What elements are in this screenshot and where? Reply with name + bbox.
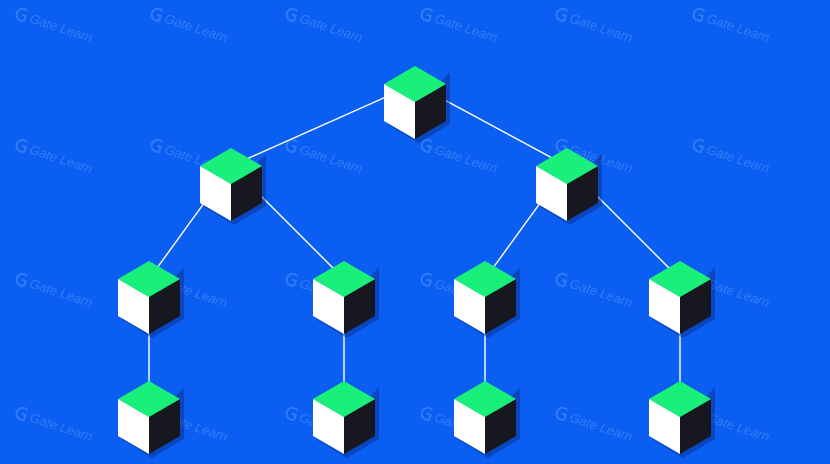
gate-logo-icon [15, 138, 29, 153]
cube-top-face [454, 381, 516, 417]
gate-logo-icon [15, 272, 29, 287]
cube-right-face [231, 166, 262, 221]
cube-top-face [200, 148, 262, 184]
cube-top-face [118, 381, 180, 417]
cube-left-face [118, 399, 149, 454]
cube-right-face [485, 279, 516, 334]
cube-right-face [567, 166, 598, 221]
cube-left-face [313, 279, 344, 334]
gate-logo-icon [285, 138, 299, 153]
block-node-root-icon [384, 66, 450, 143]
gate-logo-icon [420, 272, 434, 287]
cube-right-face [149, 399, 180, 454]
block-node-lr1-icon [313, 381, 379, 458]
cube-top-face [536, 148, 598, 184]
cube-top-face [649, 381, 711, 417]
block-node-rr1-icon [649, 381, 715, 458]
cube-top-face [454, 261, 516, 297]
cube-left-face [200, 166, 231, 221]
gate-logo-icon [555, 406, 569, 421]
gate-logo-icon [420, 406, 434, 421]
cube-right-face [344, 279, 375, 334]
block-node-lr-icon [313, 261, 379, 338]
cube-top-face [313, 381, 375, 417]
gate-logo-icon [692, 138, 706, 153]
cube-right-face [415, 84, 446, 139]
gate-logo-icon [555, 272, 569, 287]
cube-left-face [384, 84, 415, 139]
gate-logo-icon [555, 7, 569, 22]
block-node-rl-icon [454, 261, 520, 338]
cube-right-face [485, 399, 516, 454]
cube-left-face [313, 399, 344, 454]
cube-right-face [680, 279, 711, 334]
gate-logo-icon [285, 272, 299, 287]
gate-logo-icon [692, 7, 706, 22]
cube-right-face [344, 399, 375, 454]
block-node-ll1-icon [118, 381, 184, 458]
cube-left-face [649, 279, 680, 334]
gate-logo-icon [15, 7, 29, 22]
cube-top-face [384, 66, 446, 102]
block-node-rr-icon [649, 261, 715, 338]
cube-right-face [149, 279, 180, 334]
gate-logo-icon [150, 7, 164, 22]
cube-left-face [118, 279, 149, 334]
gate-logo-icon [15, 406, 29, 421]
block-node-l-icon [200, 148, 266, 225]
block-node-ll-icon [118, 261, 184, 338]
cube-left-face [454, 279, 485, 334]
gate-logo-icon [420, 7, 434, 22]
block-node-rl1-icon [454, 381, 520, 458]
gate-logo-icon [420, 138, 434, 153]
cube-left-face [649, 399, 680, 454]
cube-left-face [454, 399, 485, 454]
gate-logo-icon [285, 406, 299, 421]
gate-logo-icon [150, 138, 164, 153]
cube-left-face [536, 166, 567, 221]
tree-nodes [118, 66, 715, 458]
cube-top-face [313, 261, 375, 297]
gate-logo-icon [285, 7, 299, 22]
cube-top-face [649, 261, 711, 297]
cube-top-face [118, 261, 180, 297]
block-node-r-icon [536, 148, 602, 225]
cube-right-face [680, 399, 711, 454]
